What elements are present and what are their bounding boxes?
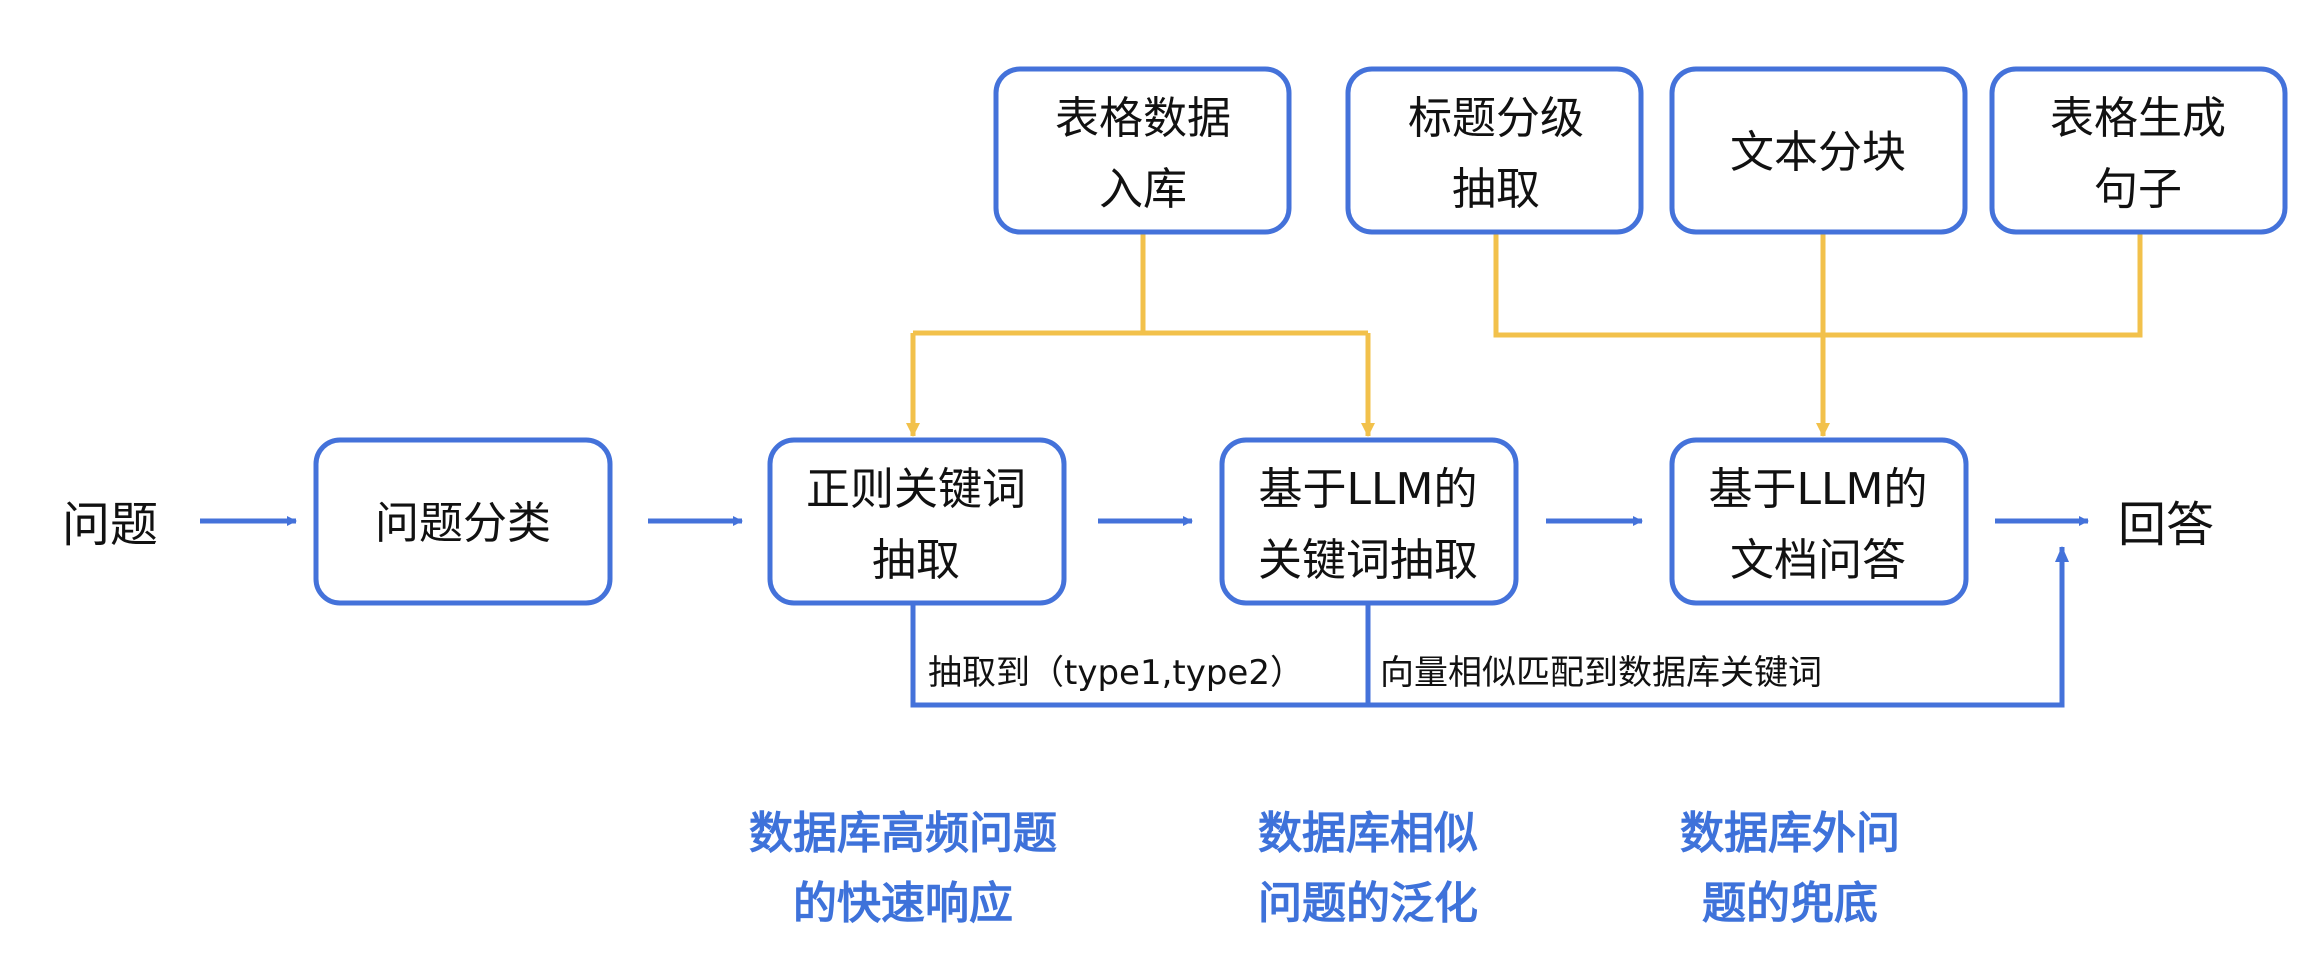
node-classify: 问题分类 [313, 437, 613, 606]
flow-arrows [200, 516, 2089, 708]
source-table-ingest-line-2: 入库 [1099, 164, 1187, 215]
source-heading-extract-line-1: 标题分级 [1408, 93, 1584, 144]
node-llm-qa-line-1: 基于LLM的 [1709, 464, 1928, 515]
node-llm-extract-line-1: 基于LLM的 [1259, 464, 1478, 515]
source-table-ingest: 表格数据 入库 [993, 66, 1292, 235]
edge-label-regex-hit: 抽取到（type1,type2） [928, 653, 1304, 693]
caption-fast-response-line-2: 的快速响应 [793, 878, 1013, 929]
source-table-sentence: 表格生成 句子 [1989, 66, 2288, 235]
source-text-chunk-line-1: 文本分块 [1730, 127, 1906, 178]
node-regex-extract-line-2: 抽取 [872, 535, 960, 586]
source-table-ingest-line-1: 表格数据 [1055, 93, 1231, 144]
caption-fallback: 数据库外问 题的兜底 [1680, 808, 1900, 929]
edge-label-vector-match: 向量相似匹配到数据库关键词 [1380, 653, 1822, 693]
caption-generalization-line-2: 问题的泛化 [1258, 878, 1478, 929]
node-regex-extract-line-1: 正则关键词 [806, 464, 1026, 515]
caption-fast-response: 数据库高频问题 的快速响应 [749, 808, 1057, 929]
source-connectors [906, 232, 2143, 437]
caption-fallback-line-2: 题的兜底 [1702, 878, 1878, 929]
node-llm-extract: 基于LLM的 关键词抽取 [1219, 437, 1519, 606]
source-table-sentence-line-2: 句子 [2094, 164, 2182, 215]
caption-generalization: 数据库相似 问题的泛化 [1258, 808, 1478, 929]
source-heading-extract-line-2: 抽取 [1452, 164, 1540, 215]
caption-generalization-line-1: 数据库相似 [1258, 808, 1478, 859]
source-table-sentence-line-1: 表格生成 [2050, 93, 2226, 144]
node-llm-extract-line-2: 关键词抽取 [1258, 535, 1478, 586]
caption-fallback-line-1: 数据库外问 [1680, 808, 1900, 859]
node-llm-qa-line-2: 文档问答 [1730, 535, 1906, 586]
node-answer: 回答 [2118, 497, 2214, 553]
bypass-line [910, 546, 2069, 708]
connector-heading-extract [1493, 232, 2143, 338]
node-regex-extract: 正则关键词 抽取 [767, 437, 1067, 606]
source-text-chunk: 文本分块 [1669, 66, 1968, 235]
node-question: 问题 [62, 497, 158, 553]
caption-fast-response-line-1: 数据库高频问题 [749, 808, 1057, 859]
node-classify-line-1: 问题分类 [375, 498, 551, 549]
node-llm-qa: 基于LLM的 文档问答 [1669, 437, 1969, 606]
source-heading-extract: 标题分级 抽取 [1345, 66, 1644, 235]
